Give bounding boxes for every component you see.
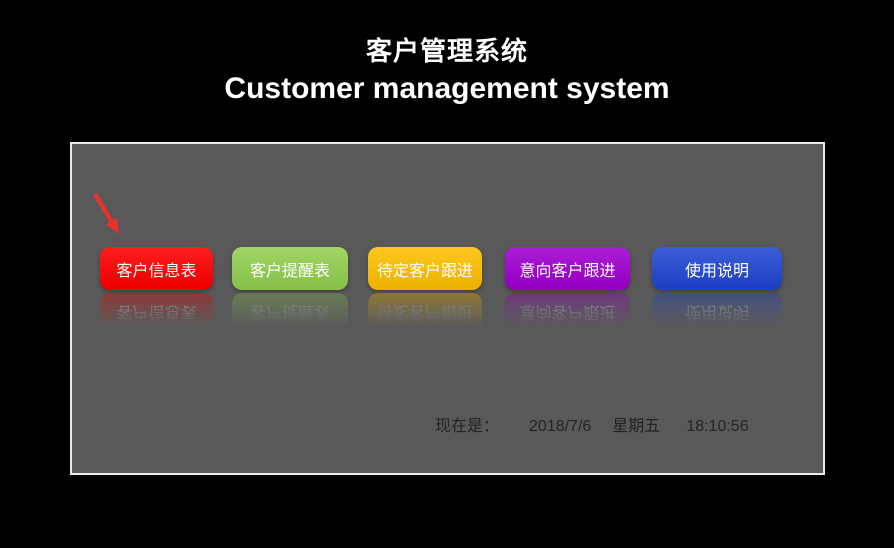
button-reflection: 意向客户跟进	[505, 293, 630, 336]
button-customer-reminder-table[interactable]: 客户提醒表	[232, 247, 348, 290]
button-pending-customer-followup[interactable]: 待定客户跟进	[368, 247, 482, 290]
status-weekday: 星期五	[612, 418, 661, 435]
button-label: 意向客户跟进	[519, 262, 616, 280]
status-time: 18:10:56	[686, 418, 749, 435]
status-datetime: 现在是： 2018/7/6 星期五 18:10:56	[435, 412, 749, 436]
button-reflection: 客户信息表	[100, 293, 213, 336]
button-intent-customer-followup[interactable]: 意向客户跟进	[505, 247, 630, 290]
button-label: 使用说明	[684, 262, 749, 280]
button-reflection-label: 客户信息表	[116, 303, 197, 321]
button-label: 待定客户跟进	[376, 262, 473, 280]
page-title-chinese: 客户管理系统	[365, 36, 528, 66]
status-label: 现在是：	[435, 418, 500, 435]
button-reflection-label: 客户提醒表	[249, 303, 330, 321]
button-reflection: 使用说明	[652, 293, 782, 336]
button-label: 客户信息表	[116, 262, 197, 280]
status-date: 2018/7/6	[529, 418, 592, 435]
button-usage-instructions[interactable]: 使用说明	[652, 247, 782, 290]
button-reflection-label: 意向客户跟进	[519, 303, 616, 321]
button-label: 客户提醒表	[249, 262, 330, 280]
main-panel: 客户信息表 客户提醒表 待定客户跟进 意向客户跟进 使用说明 客户信息表 客户提…	[70, 142, 825, 475]
button-reflection-label: 使用说明	[684, 303, 749, 321]
button-reflection: 待定客户跟进	[368, 293, 482, 336]
button-reflection: 客户提醒表	[232, 293, 348, 336]
button-customer-info-table[interactable]: 客户信息表	[100, 247, 213, 290]
button-reflection-label: 待定客户跟进	[376, 303, 473, 321]
red-arrow-cursor-icon	[93, 192, 119, 234]
page-title-english: Customer management system	[224, 72, 670, 105]
